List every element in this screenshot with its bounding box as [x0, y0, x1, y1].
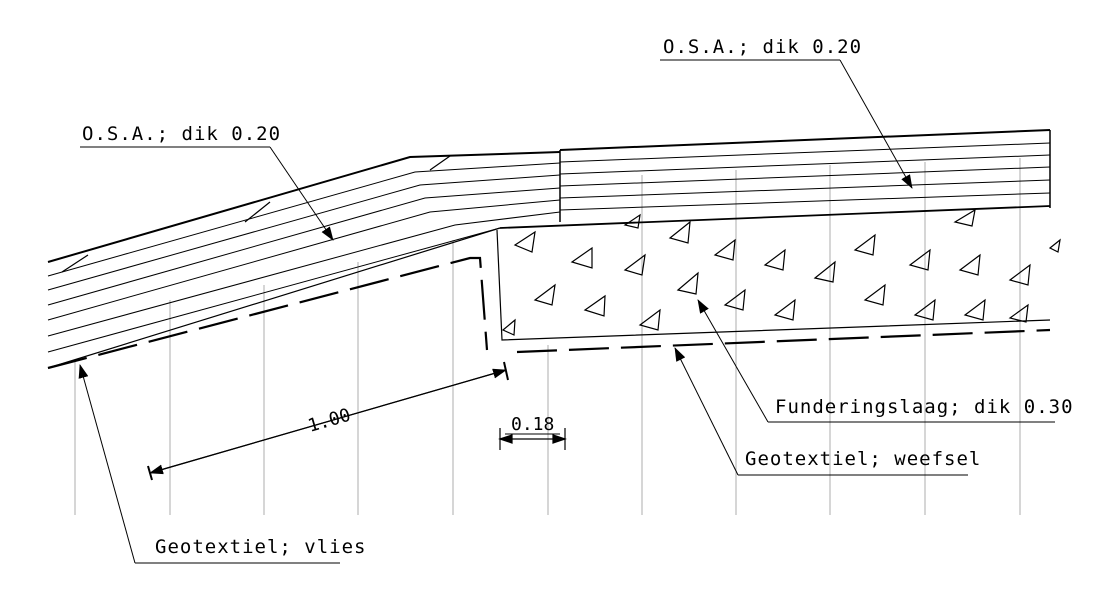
- osa-right-layers: [499, 129, 1051, 229]
- osa-left-layers: [47, 151, 561, 369]
- leader-fundering: [697, 299, 1055, 423]
- dimension-slope-length-text: 1.00: [306, 405, 353, 437]
- foundation-layer: [496, 208, 1061, 341]
- geotextile-weefsel-line: [516, 328, 1051, 354]
- dimension-gap-width: [498, 428, 567, 450]
- geotextile-lines: [47, 256, 1051, 370]
- leader-osa-right: [660, 59, 913, 189]
- aggregate-symbols: [501, 208, 1061, 336]
- label-osa-right: O.S.A.; dik 0.20: [663, 36, 862, 58]
- leader-geotextile-weefsel: [674, 347, 968, 476]
- leader-osa-left: [80, 146, 334, 241]
- label-geotextile-weefsel: Geotextiel; weefsel: [745, 448, 981, 470]
- dimension-slope-length: [147, 361, 509, 481]
- label-geotextile-vlies: Geotextiel; vlies: [155, 536, 366, 558]
- dimension-gap-width-text: 0.18: [511, 414, 554, 435]
- geotextile-vlies-line: [47, 256, 489, 370]
- leader-geotextile-vlies: [78, 364, 340, 564]
- label-fundering: Funderingslaag; dik 0.30: [775, 396, 1074, 418]
- label-osa-left: O.S.A.; dik 0.20: [82, 123, 281, 145]
